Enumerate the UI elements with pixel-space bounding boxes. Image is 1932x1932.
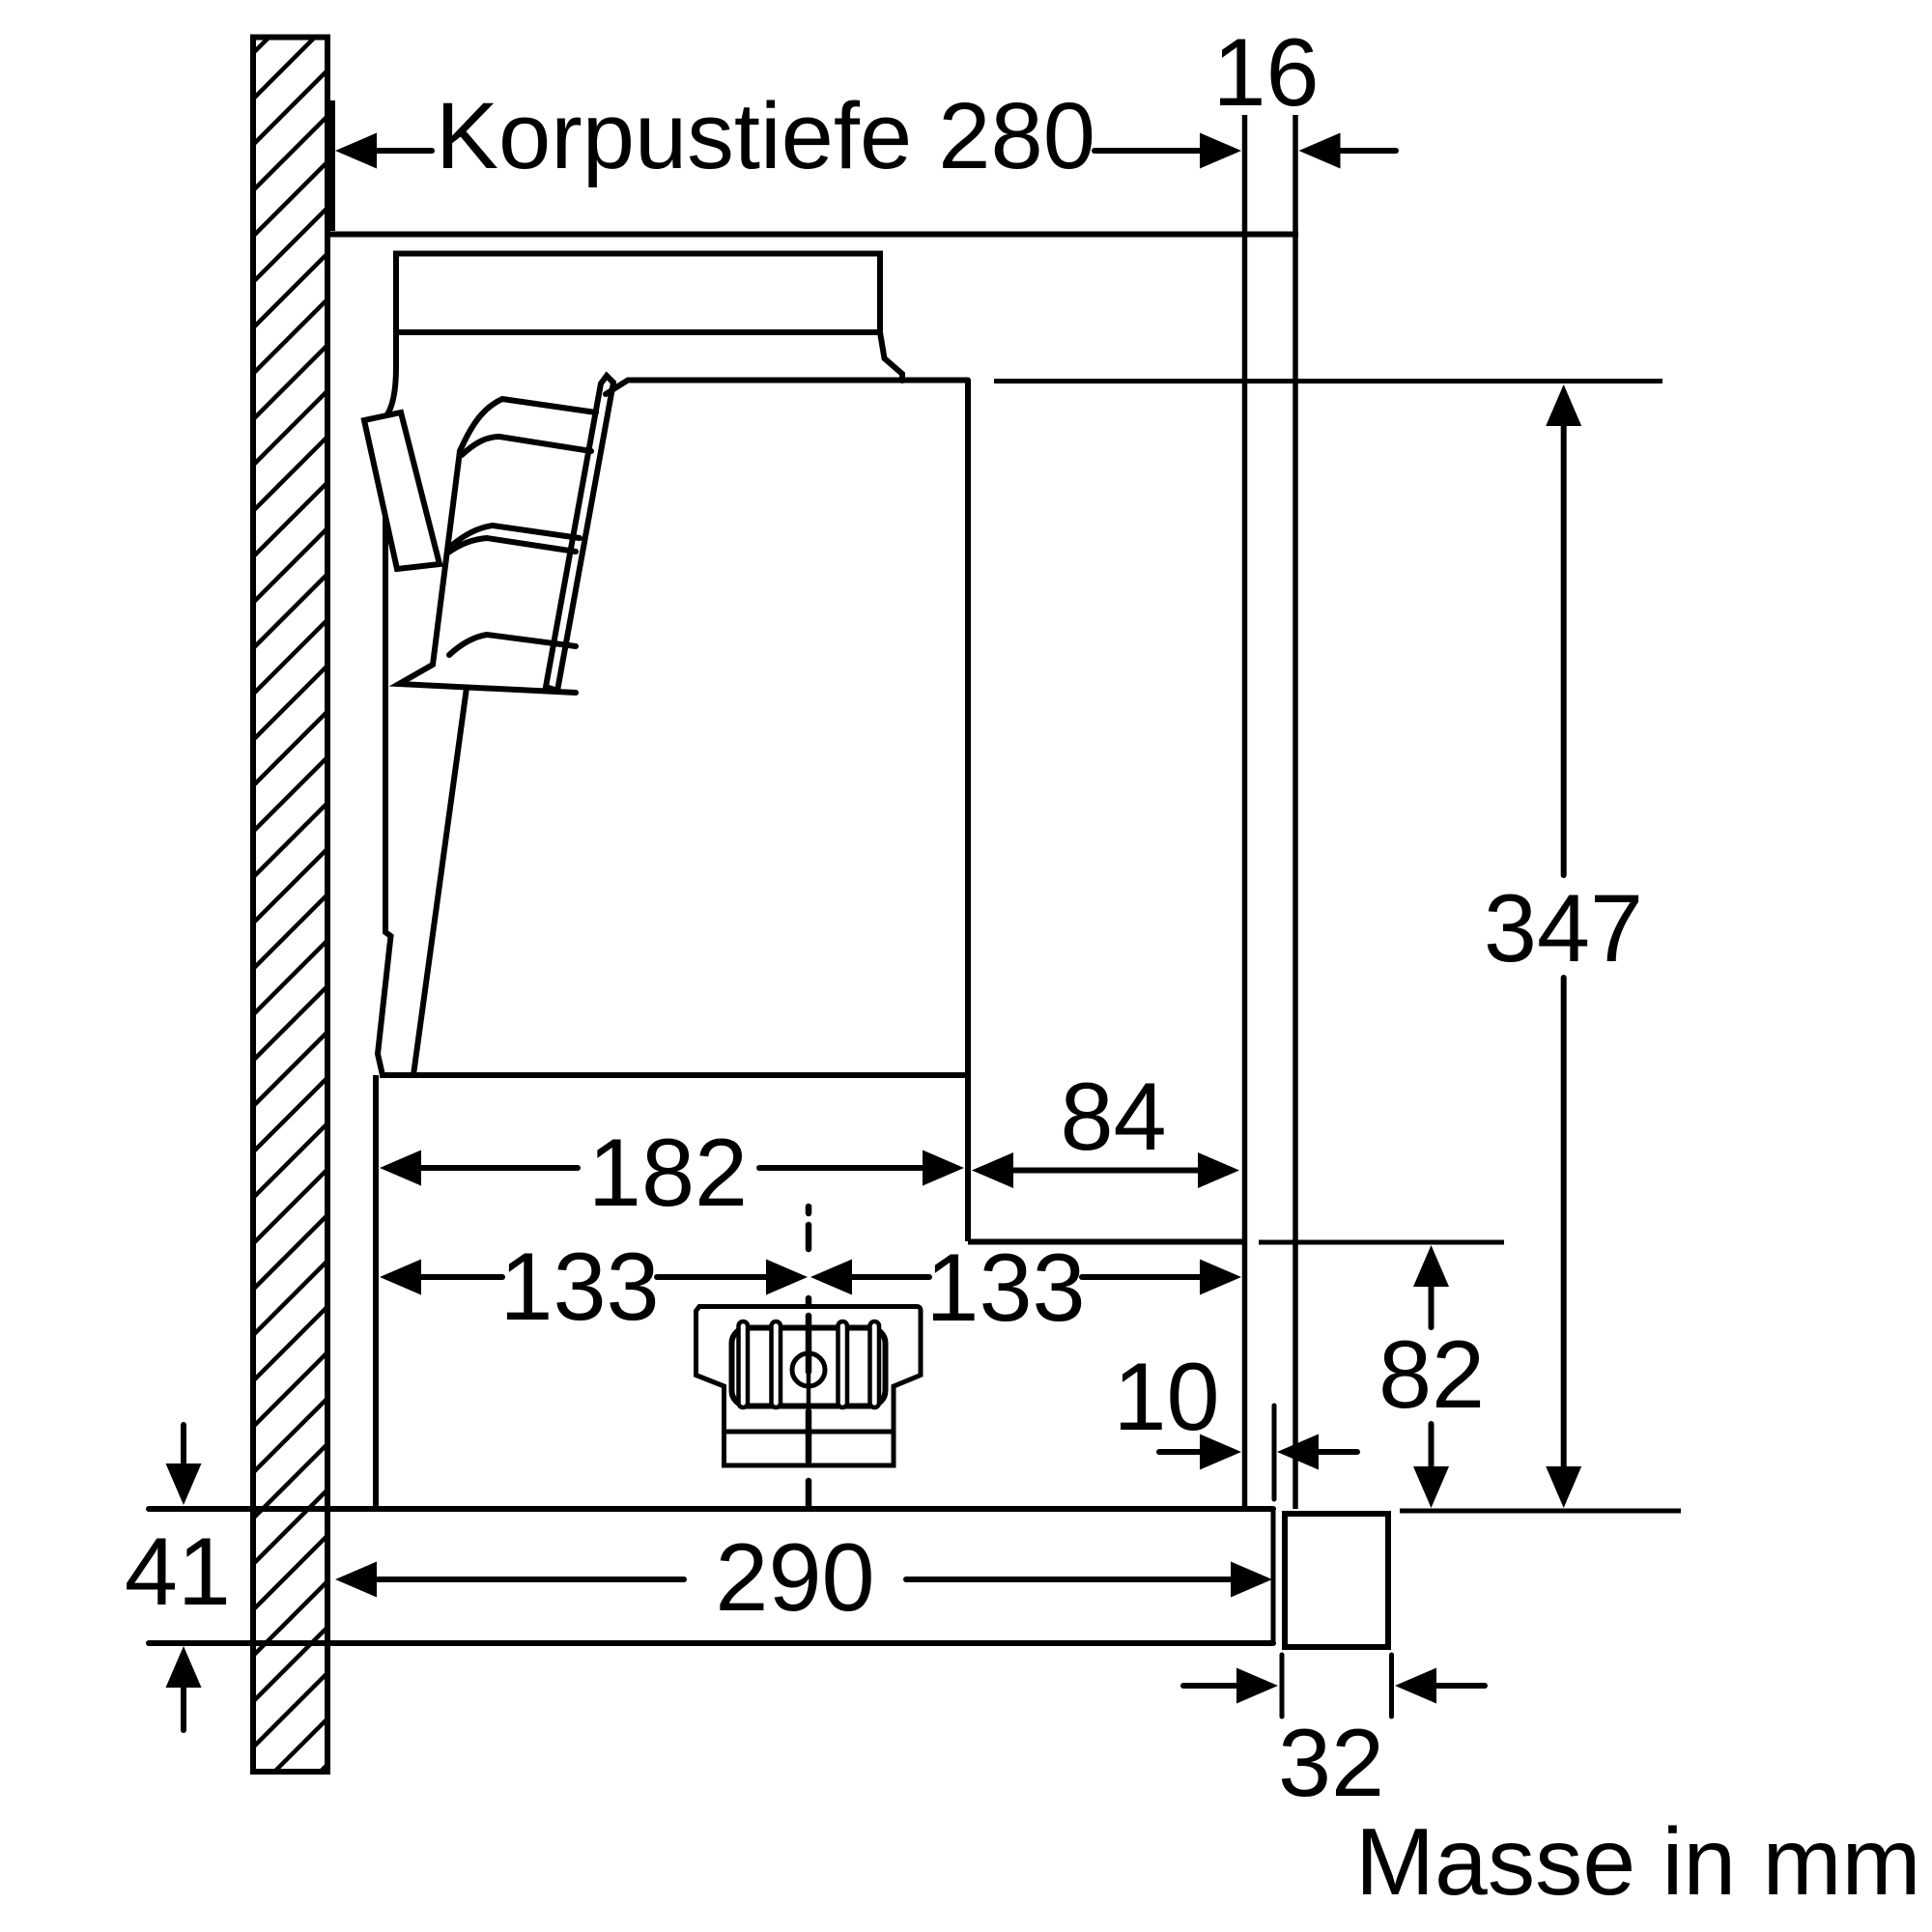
svg-text:182: 182 (588, 1119, 748, 1226)
svg-text:82: 82 (1378, 1321, 1485, 1428)
svg-text:Korpustiefe 280: Korpustiefe 280 (436, 83, 1095, 188)
svg-text:290: 290 (715, 1523, 874, 1631)
svg-text:84: 84 (1060, 1063, 1166, 1170)
svg-text:10: 10 (1113, 1343, 1219, 1450)
svg-text:32: 32 (1278, 1709, 1384, 1816)
svg-text:Masse in mm: Masse in mm (1355, 1808, 1921, 1915)
svg-text:16: 16 (1212, 18, 1319, 126)
svg-text:133: 133 (499, 1233, 659, 1340)
svg-text:347: 347 (1484, 874, 1643, 981)
svg-text:133: 133 (925, 1234, 1085, 1341)
svg-text:41: 41 (125, 1518, 231, 1625)
